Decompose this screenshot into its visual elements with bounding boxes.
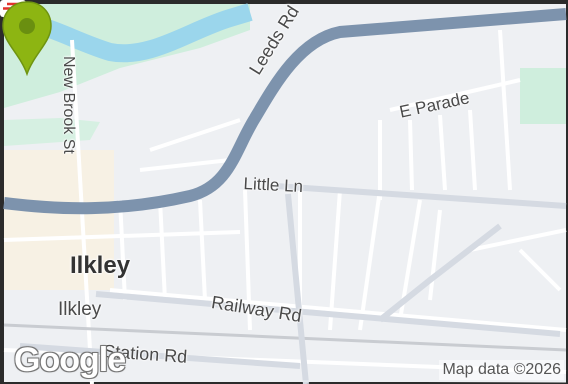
railway-line xyxy=(3,323,567,352)
park-area xyxy=(520,68,566,124)
google-logo[interactable]: Google xyxy=(14,341,126,379)
map-attribution[interactable]: Map data ©2026 xyxy=(439,360,564,380)
secondary-roads xyxy=(19,183,567,384)
leeds-road xyxy=(3,8,567,215)
station-label: Ilkley xyxy=(58,299,102,320)
town-label: Ilkley xyxy=(70,252,131,279)
map-pin-icon[interactable] xyxy=(0,0,54,76)
road-label-little-ln: Little Ln xyxy=(243,174,304,197)
town-area xyxy=(4,150,114,290)
road-label-new-brook-st: New Brook St xyxy=(60,56,77,154)
